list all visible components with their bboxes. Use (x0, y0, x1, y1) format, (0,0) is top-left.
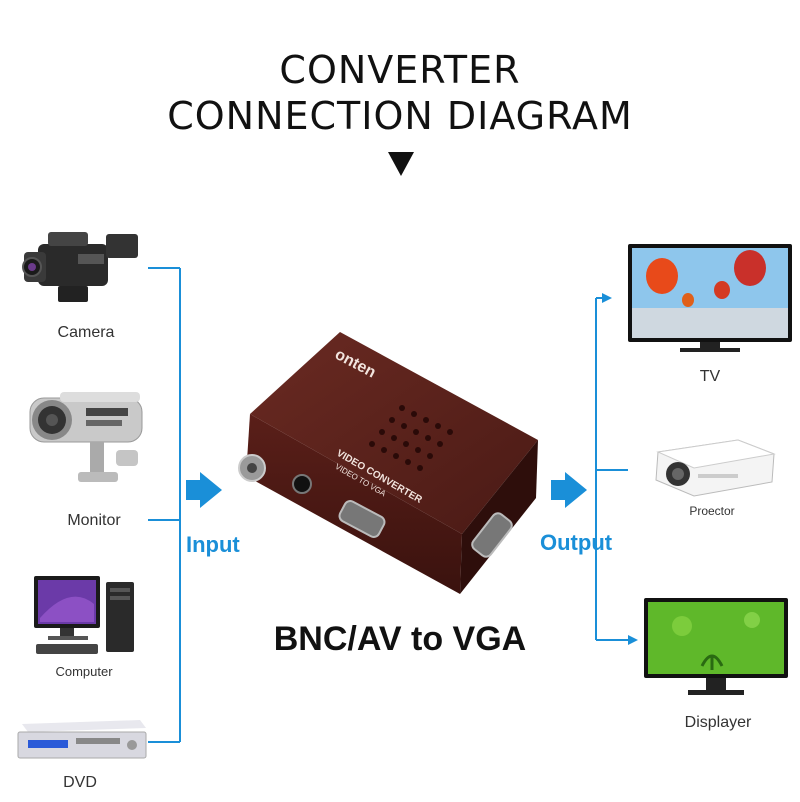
input-arrow-icon (186, 472, 222, 508)
output-connector-lines (595, 297, 628, 641)
diagram-title-line2: CONNECTION DIAGRAM (167, 94, 633, 138)
input-label-dvd: DVD (63, 774, 97, 791)
monitor-icon (644, 598, 788, 695)
input-label-monitor: Monitor (67, 512, 121, 529)
video-converter-device (238, 332, 538, 594)
diagram-title-line1: CONVERTER (279, 48, 521, 92)
input-label-camera: Camera (57, 324, 115, 341)
output-label-projector: Proector (689, 504, 735, 518)
down-arrow-icon (388, 152, 414, 176)
input-label: Input (186, 532, 240, 557)
camera-icon (22, 232, 138, 302)
input-connector-lines (148, 267, 181, 743)
product-caption: BNC/AV to VGA (273, 620, 527, 658)
dvd-player-icon (17, 720, 147, 759)
arrowhead-displayer (628, 635, 638, 645)
arrowhead-tv (602, 293, 612, 303)
projector-icon (655, 439, 776, 497)
output-label-tv: TV (699, 368, 721, 385)
output-label: Output (540, 530, 613, 555)
tv-icon (628, 244, 792, 352)
input-label-computer: Computer (55, 664, 113, 679)
computer-icon (34, 576, 134, 654)
output-arrow-icon (551, 472, 587, 508)
output-label-displayer: Displayer (684, 714, 752, 731)
cctv-camera-icon (29, 392, 143, 482)
